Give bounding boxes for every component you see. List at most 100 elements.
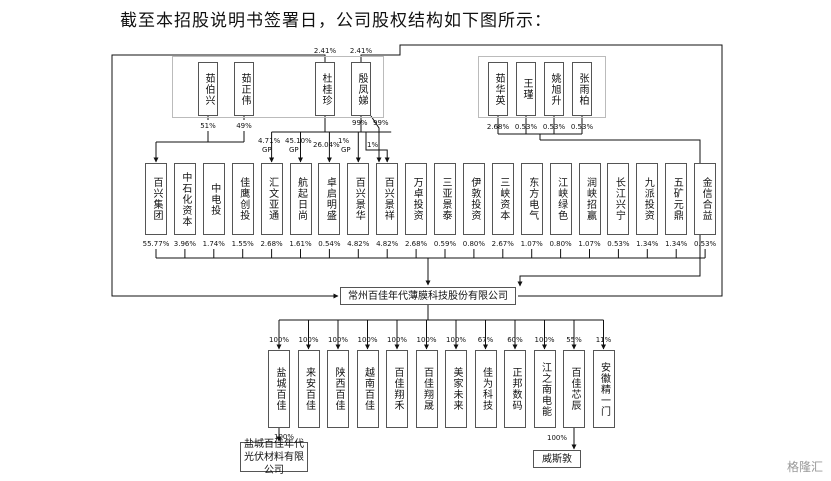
grand-subsidiary-box: 威斯敦 [533, 450, 581, 468]
individual-pct-label: 0.53% [542, 123, 566, 131]
individual-box: 张雨柏 [572, 62, 592, 116]
subsidiary-box: 百佳翔禾 [386, 350, 408, 428]
subsidiary-pct-label: 100% [416, 336, 437, 344]
shareholder-box: 东方电气 [520, 163, 543, 235]
shareholder-pct-label: 0.80% [462, 240, 486, 248]
individual-pct-label: 2.68% [486, 123, 510, 131]
connector-line [111, 54, 339, 299]
shareholder-box: 九派投资 [636, 163, 659, 235]
subsidiary-box: 江之南电能 [533, 350, 556, 428]
shareholder-box: 卓启明盛 [318, 163, 341, 235]
control-label: GP [289, 146, 299, 154]
shareholder-pct-label: 2.68% [260, 240, 283, 248]
subsidiary-pct-label: 100% [386, 336, 408, 344]
shareholder-box: 百兴景祥 [376, 163, 399, 235]
connector-line [517, 139, 701, 287]
subsidiary-pct-label: 100% [534, 336, 555, 344]
connector-line [370, 115, 382, 163]
shareholder-pct-label: 4.82% [347, 240, 370, 248]
baixing-pct-label: 51% [200, 122, 216, 130]
connector-line [360, 44, 723, 297]
shareholder-pct-label: 0.53% [607, 240, 630, 248]
control-label: 45.10% [285, 137, 312, 145]
shareholder-box: 百兴景华 [347, 163, 370, 235]
shareholder-box: 航起日尚 [289, 163, 312, 235]
connector-line [365, 132, 390, 163]
subsidiary-box: 越南百佳 [356, 350, 379, 428]
shareholder-box: 长江兴宁 [607, 163, 630, 235]
shareholder-box: 佳鹰创投 [231, 163, 254, 235]
subsidiary-pct-label: 100% [268, 336, 290, 344]
shareholder-pct-label: 55.77% [142, 240, 170, 248]
subsidiary-pct-label: 60% [507, 336, 523, 344]
founder-box: 杜桂珍 [315, 62, 335, 116]
grand-pct-label: 100% [273, 433, 295, 441]
subsidiary-pct-label: 100% [298, 336, 319, 344]
subsidiary-pct-label: 100% [327, 336, 349, 344]
individual-box: 茹华英 [488, 62, 508, 116]
individual-pct-label: 0.53% [514, 123, 538, 131]
shareholder-pct-label: 0.53% [693, 240, 717, 248]
subsidiary-pct-label: 67% [477, 336, 494, 344]
grand-subsidiary-box: 盐城百佳年代光伏材料有限公司 [240, 439, 308, 476]
shareholder-pct-label: 1.07% [578, 240, 601, 248]
control-label: 26.04% [313, 141, 340, 149]
shareholder-box: 润峡招赢 [578, 163, 601, 235]
shareholder-pct-label: 1.55% [231, 240, 254, 248]
subsidiary-pct-label: 100% [445, 336, 467, 344]
shareholder-pct-label: 1.34% [636, 240, 659, 248]
founder-pct-label: 2.41% [349, 47, 373, 55]
founder-box: 殷凤娣 [351, 62, 371, 116]
subsidiary-pct-label: 11% [595, 336, 612, 344]
individual-pct-label: 0.53% [570, 123, 594, 131]
subsidiary-box: 盐城百佳 [268, 350, 290, 428]
shareholder-pct-label: 0.54% [318, 240, 341, 248]
shareholder-box: 万卓投资 [405, 163, 428, 235]
founder-pct-label: 2.41% [313, 47, 337, 55]
subsidiary-box: 百佳翔晟 [415, 350, 438, 428]
control-label: GP [341, 146, 351, 154]
shareholder-box: 金信合益 [694, 163, 717, 235]
subsidiary-box: 百佳芯辰 [563, 350, 585, 428]
shareholder-pct-label: 4.82% [376, 240, 399, 248]
shareholder-pct-label: 2.67% [491, 240, 514, 248]
individual-group [478, 56, 606, 118]
shareholder-box: 中石化资本 [173, 163, 196, 235]
shareholder-box: 伊敦投资 [462, 163, 485, 235]
shareholder-pct-label: 2.68% [404, 240, 428, 248]
subsidiary-box: 佳为科技 [474, 350, 497, 428]
control-label: 99% [352, 119, 368, 127]
shareholder-pct-label: 1.61% [289, 240, 312, 248]
shareholder-box: 中电投 [202, 163, 225, 235]
shareholder-box: 三峡资本 [491, 163, 514, 235]
shareholder-pct-label: 0.59% [433, 240, 457, 248]
shareholder-pct-label: 1.07% [520, 240, 543, 248]
page-title: 截至本招股说明书签署日，公司股权结构如下图所示： [120, 11, 552, 31]
shareholder-pct-label: 3.96% [173, 240, 197, 248]
shareholder-box: 江峡绿色 [549, 163, 572, 235]
control-label: 4.71% [258, 137, 281, 145]
watermark-logo: 格隆汇 [786, 460, 823, 474]
subsidiary-box: 来安百佳 [297, 350, 320, 428]
subsidiary-pct-label: 55% [566, 336, 582, 344]
baixing-pct-label: 49% [236, 122, 252, 130]
shareholder-pct-label: 1.34% [665, 240, 688, 248]
control-label: 99% [373, 119, 389, 127]
individual-box: 姚旭升 [544, 62, 564, 116]
control-label: 1% [367, 141, 379, 149]
shareholder-box: 三亚景泰 [434, 163, 456, 235]
subsidiary-box: 正邦数码 [504, 350, 526, 428]
subsidiary-box: 陕西百佳 [327, 350, 349, 428]
shareholder-box: 五矿元鼎 [665, 163, 688, 235]
control-label: GP [262, 146, 272, 154]
shareholder-box: 百兴集团 [145, 163, 167, 235]
grand-pct-label: 100% [546, 434, 568, 442]
founder-box: 茹正伟 [234, 62, 254, 116]
control-label: 1% [338, 137, 350, 145]
subsidiary-pct-label: 100% [357, 336, 378, 344]
subsidiary-box: 美家未来 [445, 350, 467, 428]
individual-box: 王瑾 [516, 62, 536, 116]
founder-box: 茹伯兴 [198, 62, 218, 116]
company-box: 常州百佳年代薄膜科技股份有限公司 [340, 287, 516, 305]
